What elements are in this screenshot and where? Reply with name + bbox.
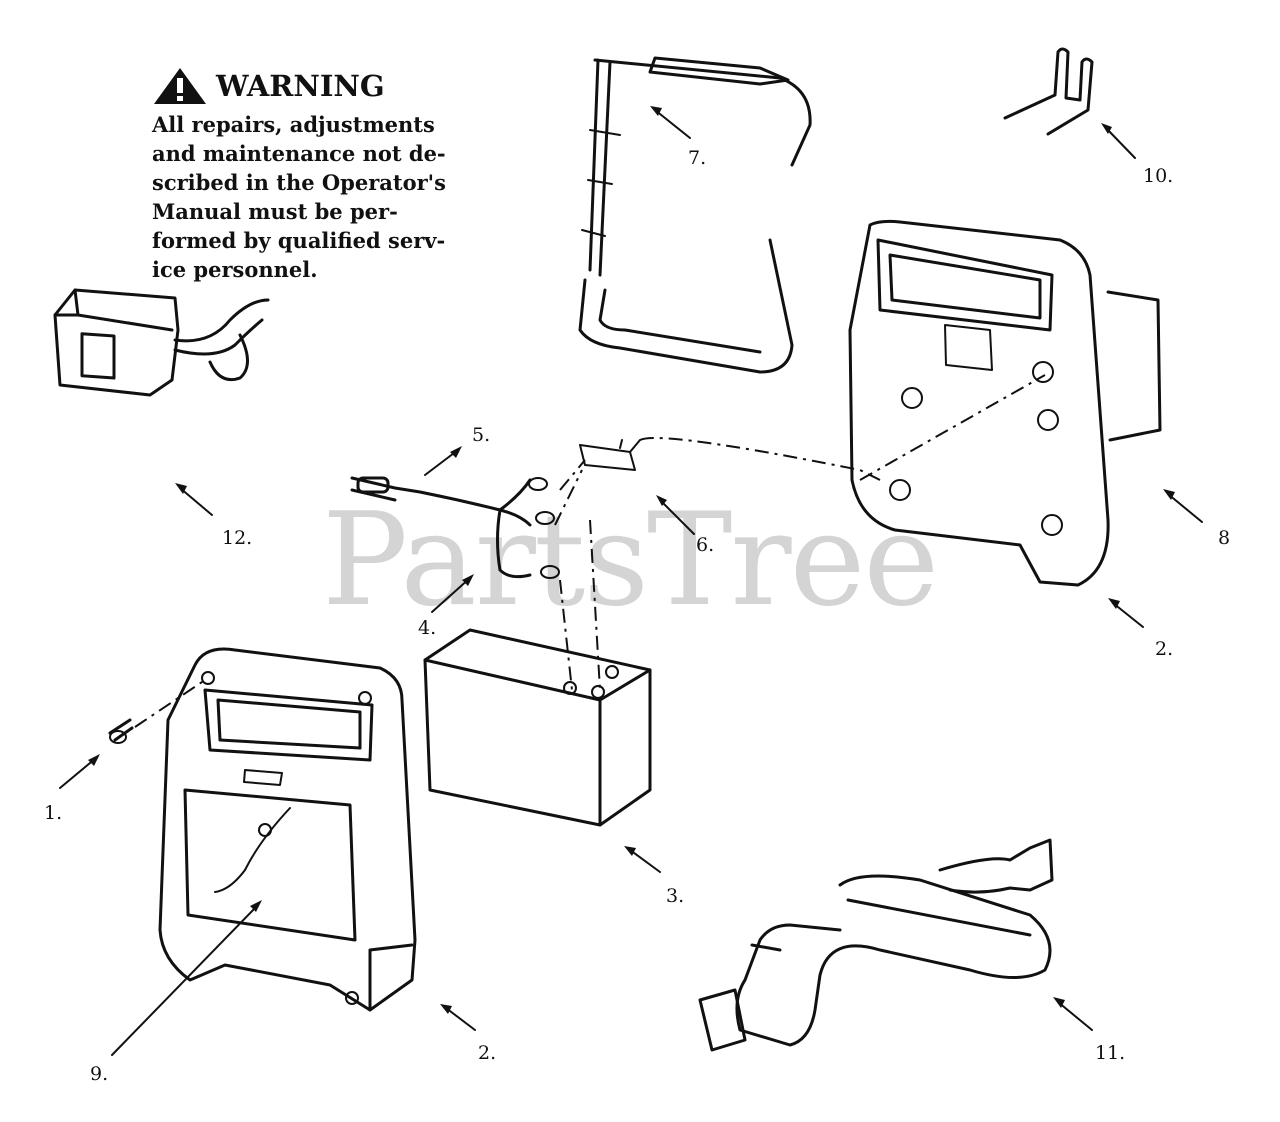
warning-title: WARNING <box>216 69 385 103</box>
callout-1: 1. <box>44 802 62 824</box>
callout-8: 8 <box>1218 527 1230 549</box>
back-pad-part <box>578 56 812 374</box>
callout-2-front: 2. <box>478 1042 496 1064</box>
warning-triangle-icon <box>154 68 206 104</box>
warning-block: WARNING All repairs, adjustments and mai… <box>152 66 494 284</box>
callout-10: 10. <box>1143 165 1173 187</box>
warning-title-row: WARNING <box>152 66 494 106</box>
wire-clip-part <box>1003 47 1094 136</box>
callout-labels: 1. 2. 2. 3. 4. 5. 6. 7. 8 9. 10. 11. 12. <box>44 147 1230 1085</box>
callout-4: 4. <box>418 617 436 639</box>
callout-7: 7. <box>688 147 706 169</box>
rear-housing-part <box>848 219 1162 587</box>
front-housing-part <box>158 647 417 1012</box>
callout-12: 12. <box>222 527 252 549</box>
strap-part <box>698 838 1054 1052</box>
screw-part <box>108 718 134 744</box>
leader-arrows <box>59 106 1203 1056</box>
wiring-harness-part <box>350 439 641 579</box>
callout-9: 9. <box>90 1063 108 1085</box>
callout-5: 5. <box>472 424 490 446</box>
battery-part <box>423 628 652 827</box>
callout-11: 11. <box>1095 1042 1125 1064</box>
callout-3: 3. <box>666 885 684 907</box>
callout-6: 6. <box>696 534 714 556</box>
charger-part <box>53 288 270 397</box>
assembly-lines <box>134 374 1046 728</box>
callout-2-rear: 2. <box>1155 638 1173 660</box>
warning-text: All repairs, adjustments and maintenance… <box>152 112 446 282</box>
